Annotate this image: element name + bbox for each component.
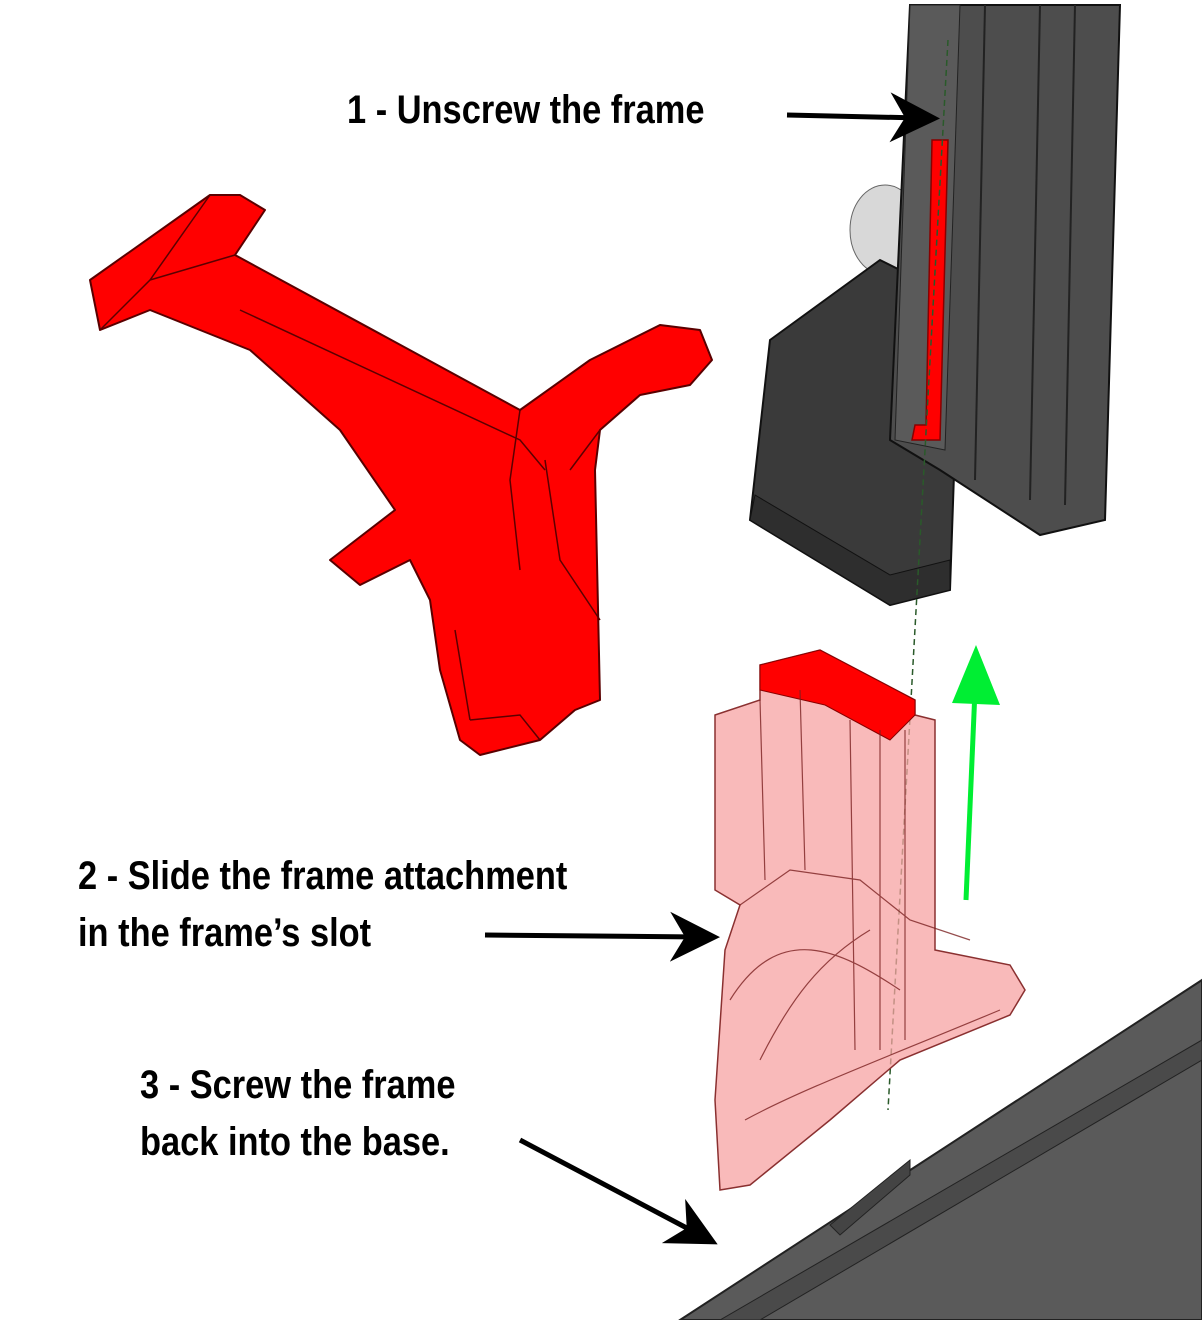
step-1-label: 1 - Unscrew the frame bbox=[347, 88, 705, 132]
ghost-attachment-part bbox=[714, 649, 1026, 1191]
arrow-step-2 bbox=[484, 911, 720, 962]
insert-direction-arrow bbox=[952, 645, 1000, 901]
arrow-step-3 bbox=[518, 1137, 718, 1245]
step-2-label-line-1: 2 - Slide the frame attachment bbox=[78, 854, 568, 898]
step-2-label-line-2: in the frame’s slot bbox=[78, 911, 372, 955]
printer-base bbox=[678, 978, 1202, 1320]
frame-attachment-part bbox=[89, 194, 713, 756]
step-3-label-line-1: 3 - Screw the frame bbox=[140, 1063, 456, 1107]
frame-extrusion bbox=[887, 4, 1122, 1111]
arrow-step-1 bbox=[786, 92, 940, 143]
step-3-label-line-2: back into the base. bbox=[140, 1120, 450, 1164]
